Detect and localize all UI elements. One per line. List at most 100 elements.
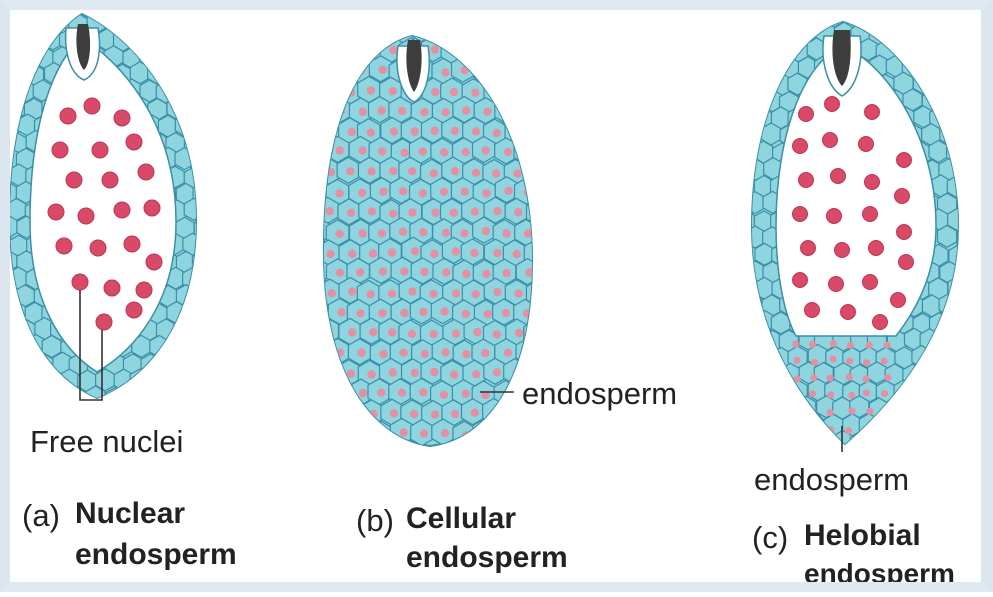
endosperm-cell — [26, 0, 45, 17]
cell-nucleus — [379, 66, 387, 74]
cell-nucleus — [328, 289, 336, 297]
endosperm-cell — [745, 55, 764, 77]
endosperm-cell — [473, 419, 496, 445]
endosperm-cell — [61, 0, 80, 17]
cell-nucleus — [367, 167, 375, 175]
endosperm-cell — [305, 379, 328, 405]
cell-nucleus — [524, 106, 532, 114]
cell-nucleus — [368, 207, 376, 215]
cell-nucleus — [430, 169, 438, 177]
endosperm-cell — [0, 232, 9, 254]
endosperm-cell — [798, 431, 817, 453]
cell-nucleus — [441, 348, 449, 356]
endosperm-cell — [858, 6, 877, 28]
endosperm-cell — [524, 119, 547, 145]
endosperm-cell — [914, 414, 933, 436]
cell-nucleus — [484, 66, 492, 74]
cell-nucleus — [525, 348, 533, 356]
endosperm-cell — [16, 353, 35, 375]
endosperm-cell — [105, 388, 124, 410]
endosperm-cell — [192, 82, 211, 104]
caption-c-line1: Helobial — [804, 521, 921, 551]
endosperm-cell — [764, 432, 783, 454]
endosperm-cell — [462, 37, 485, 63]
cell-nucleus — [471, 89, 479, 97]
cell-nucleus — [369, 328, 377, 336]
endosperm-cell — [157, 388, 176, 410]
cell-nucleus — [884, 374, 891, 381]
endosperm-cell — [0, 335, 11, 357]
caption-a-line1: Nuclear — [75, 499, 185, 529]
cell-nucleus — [848, 408, 855, 415]
cell-nucleus — [810, 374, 817, 381]
endosperm-cell — [141, 354, 160, 376]
endosperm-cell — [746, 192, 765, 214]
endosperm-cell — [9, 30, 28, 52]
cell-nucleus — [504, 66, 512, 74]
free-nucleus — [859, 137, 874, 152]
free-nucleus — [92, 142, 108, 158]
endosperm-cell — [754, 414, 773, 436]
endosperm-cell — [0, 64, 9, 86]
cell-nucleus — [450, 209, 458, 217]
cell-nucleus — [525, 430, 533, 438]
endosperm-cell — [764, 398, 783, 420]
endosperm-cell — [762, 21, 781, 43]
endosperm-cell — [514, 18, 537, 44]
endosperm-cell — [949, 39, 968, 61]
endosperm-cell — [130, 369, 149, 391]
cell-nucleus — [337, 27, 345, 35]
endosperm-cell — [867, 430, 886, 452]
free-nucleus — [831, 169, 846, 184]
free-nucleus — [827, 209, 842, 224]
endosperm-cell — [0, 389, 19, 411]
endosperm-cell — [515, 97, 538, 123]
endosperm-cell — [472, 16, 495, 42]
endosperm-cell — [911, 38, 930, 60]
endosperm-cell — [156, 13, 175, 35]
cell-nucleus — [483, 107, 491, 115]
endosperm-cell — [939, 362, 958, 384]
cell-nucleus — [452, 247, 460, 255]
endosperm-cell — [788, 380, 807, 402]
cell-nucleus — [473, 328, 481, 336]
cell-nucleus — [429, 290, 437, 298]
endosperm-cell — [0, 166, 8, 188]
cell-nucleus — [389, 210, 397, 218]
endosperm-cell — [948, 107, 967, 129]
cell-nucleus — [316, 28, 324, 36]
endosperm-cell — [770, 40, 789, 62]
free-nucleus — [146, 254, 162, 270]
free-nucleus — [138, 164, 154, 180]
endosperm-cell — [317, 78, 340, 104]
cell-nucleus — [421, 350, 429, 358]
cell-nucleus — [451, 127, 459, 135]
endosperm-cell — [69, 387, 88, 409]
endosperm-cell — [483, 399, 506, 425]
cell-nucleus — [400, 267, 408, 275]
cell-nucleus — [481, 349, 489, 357]
endosperm-cell — [920, 396, 939, 418]
endosperm-cell — [0, 79, 18, 101]
cell-nucleus — [535, 167, 543, 175]
endosperm-cell — [515, 56, 538, 82]
cell-nucleus — [535, 47, 543, 55]
endosperm-cell — [495, 16, 518, 42]
endosperm-cell — [885, 23, 904, 45]
cell-nucleus — [314, 107, 322, 115]
free-nucleus — [793, 207, 808, 222]
free-nucleus — [829, 277, 844, 292]
free-nucleus — [841, 305, 856, 320]
cell-nucleus — [503, 431, 511, 439]
cell-nucleus — [471, 290, 479, 298]
cell-nucleus — [346, 167, 354, 175]
endosperm-cell — [738, 75, 757, 97]
free-nucleus — [865, 175, 880, 190]
cell-nucleus — [348, 250, 356, 258]
cell-nucleus — [400, 149, 408, 157]
cell-nucleus — [410, 410, 418, 418]
endosperm-cell — [193, 286, 212, 308]
endosperm-cell — [938, 225, 957, 247]
cell-nucleus — [357, 349, 365, 357]
endosperm-cell — [131, 30, 150, 52]
